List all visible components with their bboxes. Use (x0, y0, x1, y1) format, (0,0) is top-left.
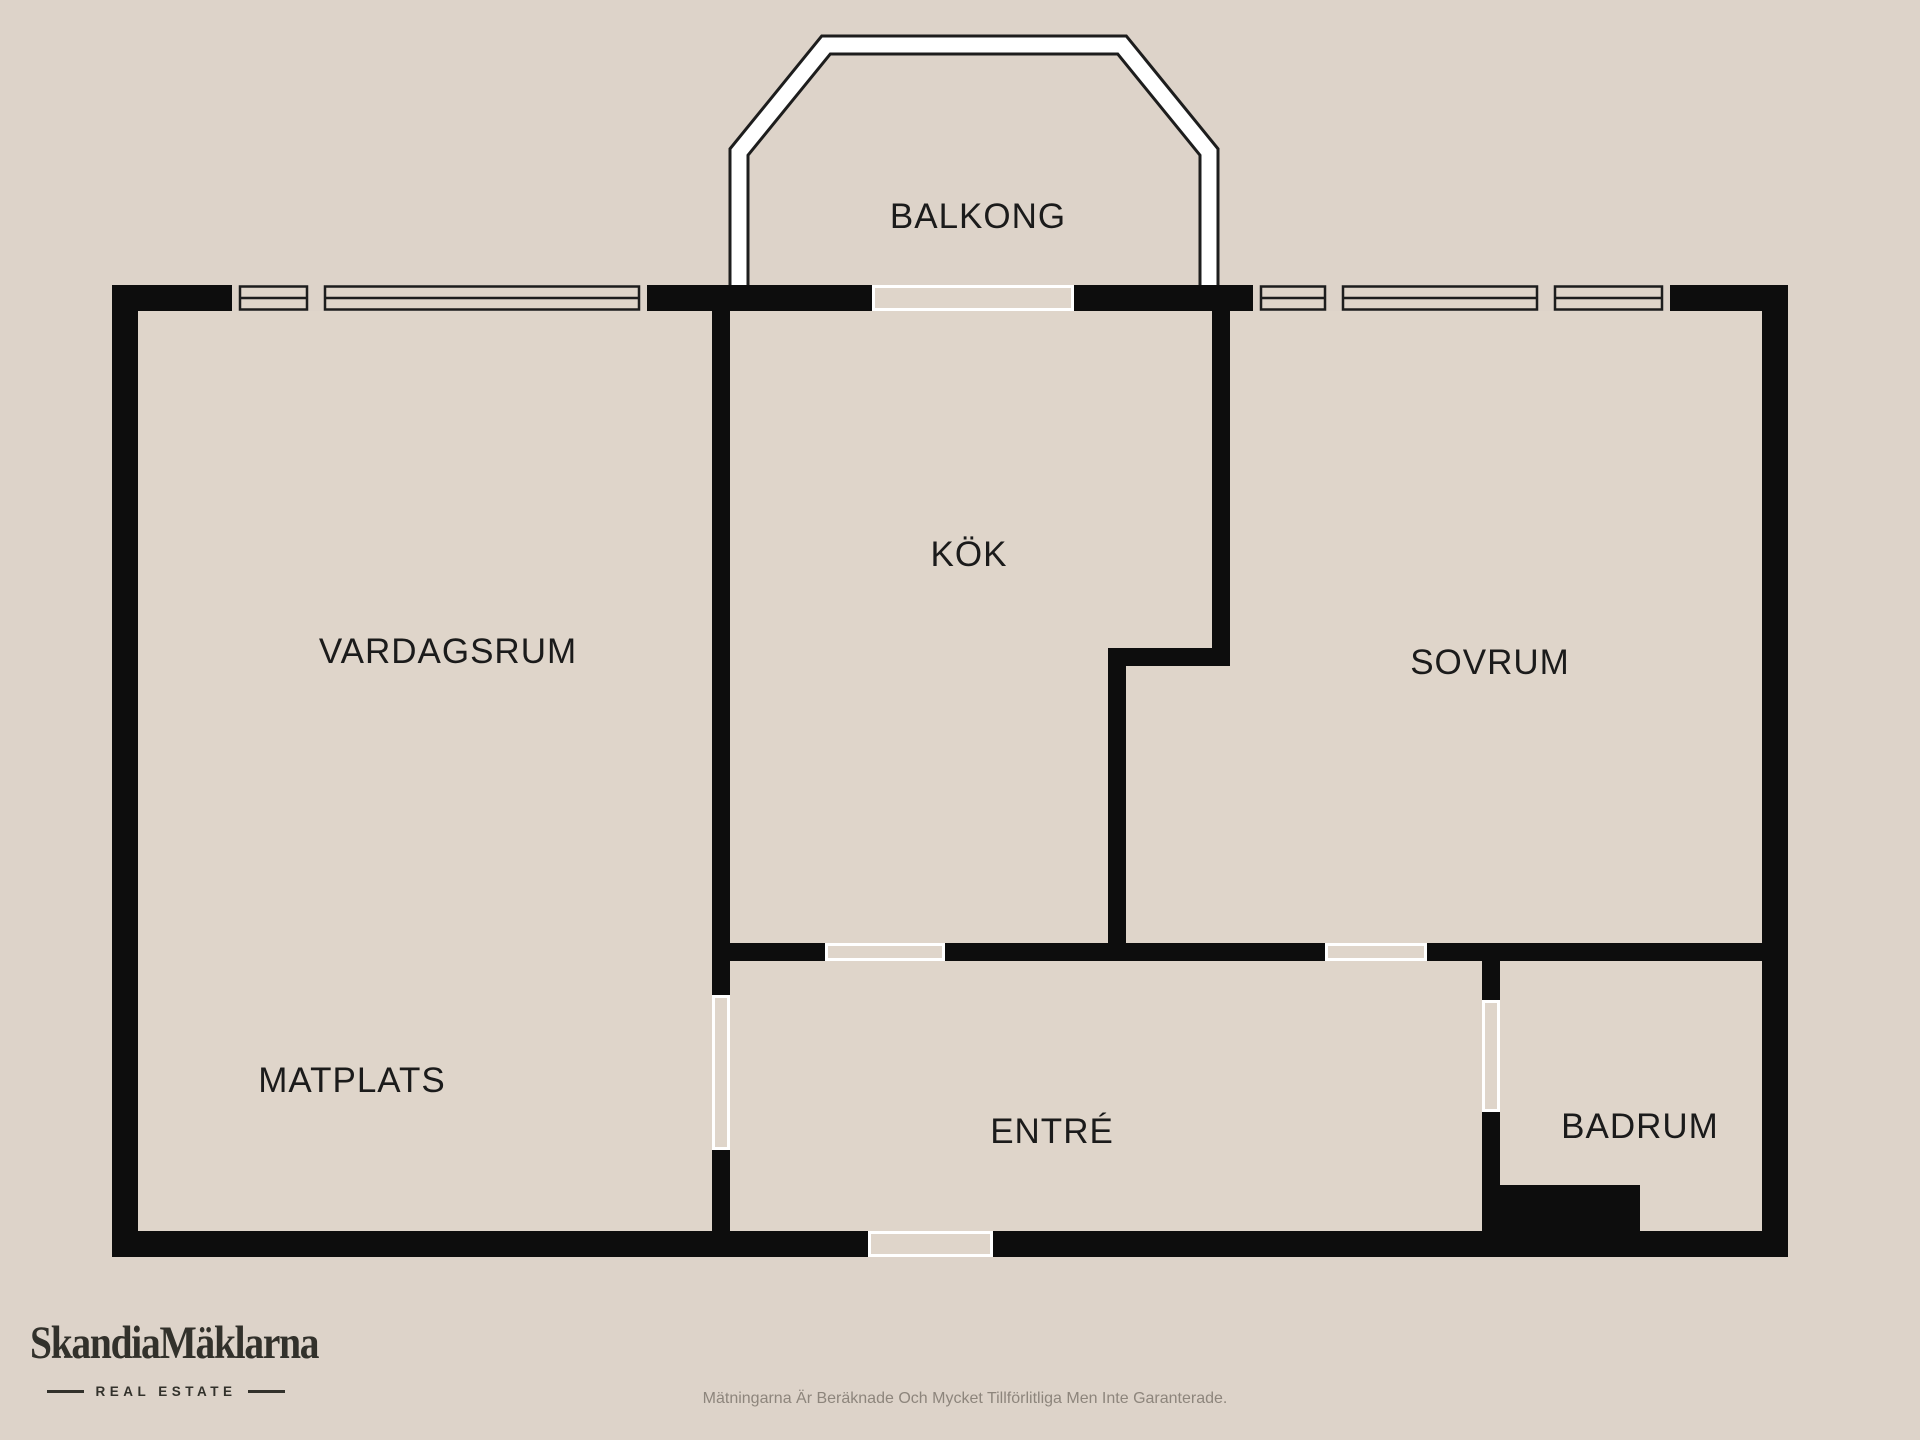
room-label-vardagsrum: VARDAGSRUM (319, 632, 577, 671)
badrum-door (1482, 1000, 1500, 1112)
brand-tagline-row: REAL ESTATE (40, 1384, 292, 1399)
room-labels: BALKONG KÖK VARDAGSRUM SOVRUM MATPLATS E… (258, 197, 1719, 1151)
door-openings (712, 285, 1500, 1257)
brand-tagline: REAL ESTATE (95, 1384, 237, 1399)
wall-vardagsrum-kok (712, 311, 730, 995)
balcony-outline (728, 34, 1220, 300)
wall-vardagsrum-entre-lower (712, 1150, 730, 1231)
tagline-rule-right (247, 1390, 285, 1393)
wall-bottom-seg1 (112, 1231, 868, 1257)
wall-top-seg2 (647, 285, 872, 311)
tagline-rule-left (47, 1390, 85, 1393)
sovrum-window (1259, 285, 1664, 311)
room-label-sovrum: SOVRUM (1410, 643, 1570, 682)
windows (238, 285, 1664, 311)
brand-name: SkandiaMäklarna (30, 1317, 320, 1369)
balcony-band (731, 37, 1217, 300)
vardagsrum-window (238, 285, 641, 311)
room-label-matplats: MATPLATS (258, 1061, 446, 1100)
badrum-block (1482, 1185, 1640, 1232)
outer-walls (112, 285, 1788, 1257)
wall-kok-notch (1108, 648, 1230, 666)
disclaimer-text: Mätningarna Är Beräknade Och Mycket Till… (702, 1390, 1228, 1407)
wall-right (1762, 285, 1788, 1257)
wall-bottom-seg2 (993, 1231, 1788, 1257)
balcony-door (872, 285, 1074, 311)
interior-walls (712, 311, 1762, 1232)
brand-logo: SkandiaMäklarna REAL ESTATE (30, 1316, 320, 1399)
front-door (868, 1231, 993, 1257)
wall-kok-right-lower (1108, 648, 1126, 961)
sovrum-door (1325, 943, 1427, 961)
wall-left (112, 285, 138, 1257)
kok-door (825, 943, 945, 961)
room-label-badrum: BADRUM (1561, 1107, 1719, 1146)
vardagsrum-entre-door (712, 995, 730, 1150)
wall-badrum-stub (1482, 961, 1500, 1002)
room-label-entre: ENTRÉ (990, 1112, 1114, 1151)
room-label-balkong: BALKONG (890, 197, 1066, 236)
wall-entre-top-seg2 (945, 943, 1325, 961)
wall-top-seg4 (1670, 285, 1788, 311)
wall-kok-right-upper (1212, 311, 1230, 666)
wall-entre-top-seg1 (730, 943, 825, 961)
balcony-band-edge (728, 34, 1220, 300)
wall-entre-top-seg3 (1427, 943, 1762, 961)
room-label-kok: KÖK (931, 535, 1008, 574)
wall-top-seg3 (1074, 285, 1253, 311)
wall-top-seg1 (112, 285, 232, 311)
